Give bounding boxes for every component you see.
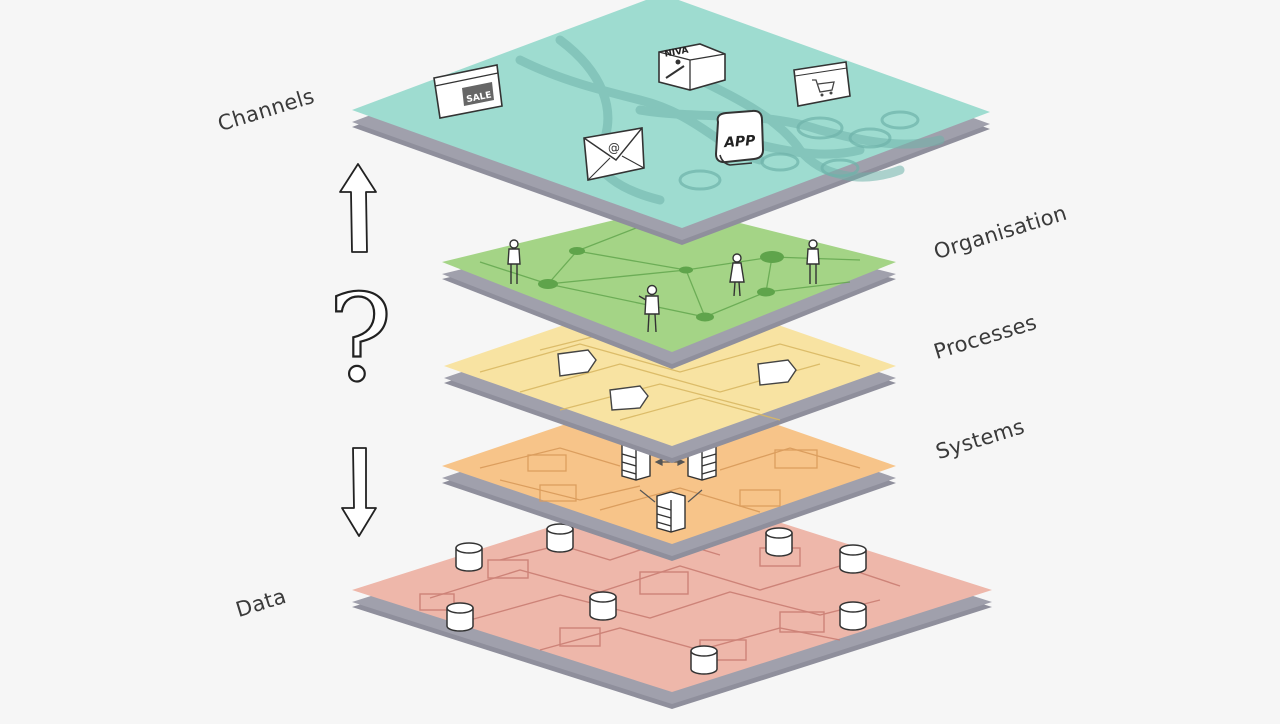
channels-layer: SALE NIVA @ <box>352 0 990 245</box>
database-icon <box>765 527 793 557</box>
database-icon <box>690 645 718 675</box>
database-icon <box>839 544 867 574</box>
person-icon <box>638 284 660 333</box>
down-arrow-icon <box>341 447 377 537</box>
database-icon <box>446 602 474 632</box>
app-label: APP <box>723 133 757 151</box>
database-icon <box>455 542 483 572</box>
data-plane <box>352 488 992 692</box>
database-icons <box>446 523 867 675</box>
process-step-icon <box>609 385 649 411</box>
database-icon <box>589 591 617 621</box>
shopping-cart-icon <box>793 61 851 107</box>
app-icon <box>714 109 765 166</box>
organisation-plane <box>442 206 896 352</box>
sale-label: SALE <box>466 91 493 106</box>
person-icon <box>806 239 820 284</box>
systems-layer <box>442 388 896 561</box>
question-mark-icon: ? <box>327 269 394 410</box>
store-label: NIVA <box>664 46 690 60</box>
svg-text:?: ? <box>328 270 392 409</box>
database-icon <box>839 601 867 631</box>
up-arrow-icon <box>339 163 377 253</box>
systems-plane <box>442 388 896 544</box>
person-icon <box>507 239 521 284</box>
process-step-icons <box>557 349 797 411</box>
store-building-icon <box>658 43 726 91</box>
server-icon <box>656 491 686 533</box>
process-step-icon <box>557 349 597 377</box>
network-nodes <box>538 247 784 322</box>
person-icons <box>507 239 820 333</box>
organisation-layer <box>442 206 896 369</box>
data-layer <box>352 488 992 709</box>
person-icon <box>729 253 745 297</box>
email-icon <box>583 127 645 181</box>
sale-web-icon <box>433 64 503 119</box>
database-icon <box>546 523 574 553</box>
email-at-symbol: @ <box>608 141 620 155</box>
process-step-icon <box>757 359 797 386</box>
